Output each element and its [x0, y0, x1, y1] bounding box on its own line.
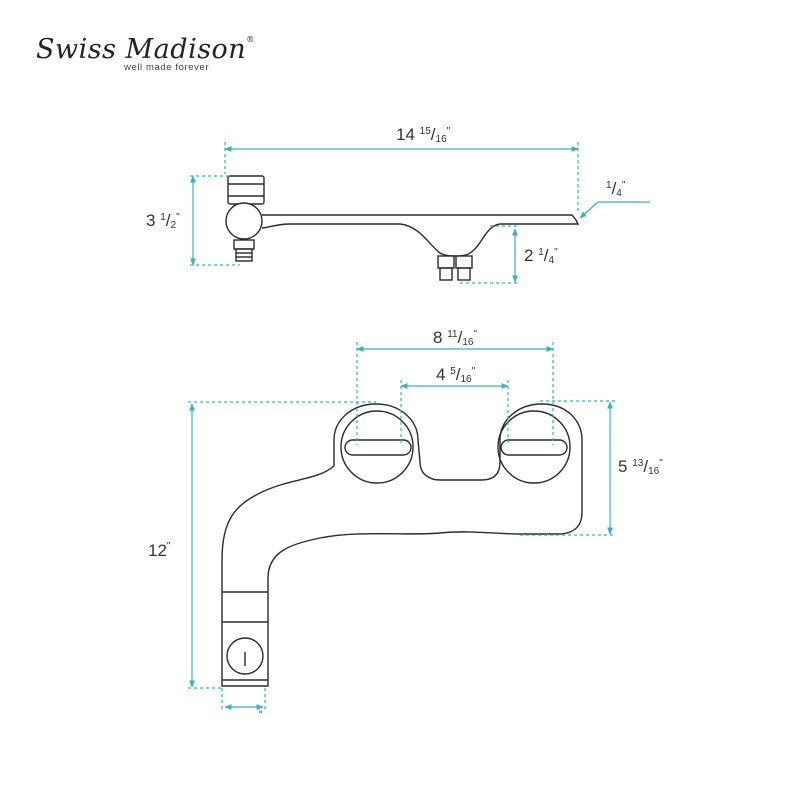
inlet-fitting-right — [455, 255, 473, 269]
mount-ring-left — [340, 410, 414, 484]
side-view-dimensions — [190, 142, 650, 284]
mount-slot-left — [344, 439, 412, 456]
label-top-width: 14 15/16" — [396, 125, 451, 145]
bidet-body-outline — [221, 403, 583, 687]
brand-logo: Swiss Madison® well made forever — [36, 34, 255, 74]
control-knob-top — [226, 637, 264, 675]
label-slot-outer: 8 11/16" — [433, 328, 477, 348]
plan-view-dimensions — [188, 342, 615, 712]
mount-slot-right — [500, 439, 568, 456]
label-top-drop: 2 1/4" — [524, 246, 558, 266]
hose-connector — [235, 248, 253, 262]
inlet-fitting-left — [437, 255, 455, 269]
plan-view — [221, 403, 583, 687]
brand-name: Swiss Madison — [36, 34, 247, 65]
side-view — [225, 175, 580, 281]
label-plate-height: 5 13/16" — [618, 457, 663, 477]
registered-mark: ® — [246, 35, 255, 44]
valve-body — [227, 175, 265, 205]
label-top-thickness: 1/4" — [606, 179, 626, 199]
brand-tagline: well made forever — [124, 62, 210, 73]
label-top-height: 3 1/2" — [146, 211, 180, 231]
mount-ring-right — [497, 410, 571, 484]
label-bottom-offset: " — [259, 710, 263, 721]
control-knob — [225, 202, 263, 240]
dimension-labels: 14 15/16" 3 1/2" 1/4" 2 1/4" 8 11/16" 4 … — [146, 125, 663, 721]
label-overall-length: 12" — [148, 541, 171, 560]
mounting-plate-profile — [261, 214, 580, 257]
label-slot-inner: 4 5/16" — [436, 365, 476, 385]
